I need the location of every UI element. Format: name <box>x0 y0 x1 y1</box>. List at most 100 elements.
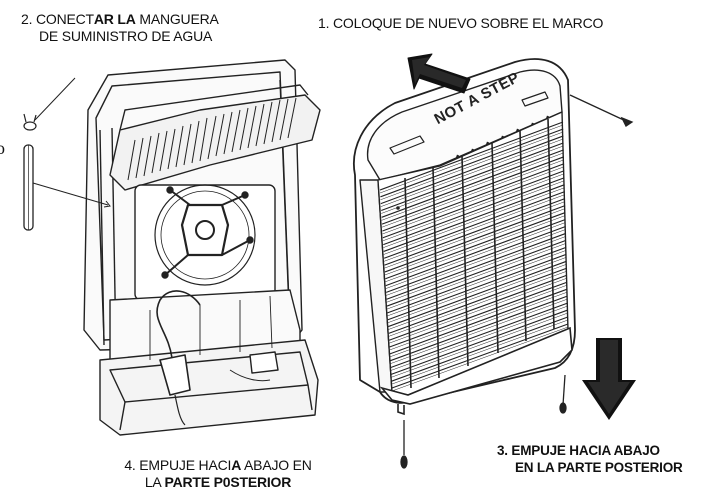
step-2-line-2: DE SUMINISTRO DE AGUA <box>39 28 213 44</box>
screw-bottom <box>400 420 408 469</box>
grille-slat-shadow <box>380 138 564 207</box>
grille-rib <box>519 130 527 342</box>
grille-slat <box>386 239 567 307</box>
grille-slat <box>384 205 566 273</box>
grille-slat-shadow <box>381 159 564 228</box>
grille-slat <box>386 232 566 300</box>
grille-rib <box>461 155 469 367</box>
cooler-body <box>83 59 321 436</box>
fan-blade-ring <box>154 184 256 286</box>
grille-slat <box>385 212 566 280</box>
arrow-down <box>582 338 636 420</box>
grille-slat-shadow <box>384 208 566 276</box>
step-2-text-c: MANGUERA <box>135 11 219 27</box>
grille-slat-shadow <box>384 194 565 262</box>
grille-slat <box>391 323 569 389</box>
grille-slat <box>382 170 565 239</box>
step-4-text-b: A <box>231 457 242 473</box>
step-2-label: 2. CONECTAR LA MANGUERA DE SUMINISTRO DE… <box>21 11 281 45</box>
grille-slat-shadow <box>390 305 568 371</box>
grille-slat <box>381 156 565 225</box>
grille-slat-shadow <box>381 145 564 214</box>
grille-slat <box>381 142 564 211</box>
arrow-up-left <box>407 53 471 94</box>
step-4-text-c: ABAJO EN <box>241 457 312 473</box>
grille-slat <box>389 288 568 355</box>
grille-slat <box>384 198 566 266</box>
grille-slat-shadow <box>380 131 564 201</box>
grille-rib <box>547 118 555 330</box>
step-4-text-e: PARTE P0STERIOR <box>164 474 292 490</box>
grille-slat-shadow <box>388 264 567 330</box>
step-1-label: 1. COLOQUE DE NUEVO SOBRE EL MARCO <box>318 15 604 31</box>
grille-slat <box>381 149 564 218</box>
step-4-line-1: 4. EMPUJE HACIA ABAJO EN <box>93 457 343 474</box>
step-2-line-1: 2. CONECTAR LA MANGUERA <box>21 11 281 28</box>
cropped-left-char: o <box>0 138 5 158</box>
grille-slat-shadow <box>388 271 567 337</box>
grille-rib <box>404 177 412 389</box>
grille-slat <box>386 225 566 293</box>
grille-slat-shadow <box>385 222 566 289</box>
step-4-text-a: 4. EMPUJE HACI <box>124 457 232 473</box>
grille-rib <box>432 167 440 379</box>
grille-slat-shadow <box>391 319 568 385</box>
louver-slats <box>127 97 297 181</box>
step-2-text-a: 2. CONECT <box>21 11 94 27</box>
pump <box>159 354 191 396</box>
step-3-line-2: EN LA PARTE POSTERIOR <box>515 460 683 475</box>
step-4-text-d: LA <box>144 474 165 490</box>
grille-slat <box>390 295 568 362</box>
bottom-cap <box>379 326 573 416</box>
step-4-label: 4. EMPUJE HACIA ABAJO EN LA PARTE P0STER… <box>93 457 343 491</box>
step-4-line-2: LA PARTE P0STERIOR <box>93 474 343 491</box>
grille-slat-shadow <box>386 243 567 310</box>
grille-slat <box>389 281 568 348</box>
grille-slat-shadow <box>383 180 565 248</box>
grille-slats <box>379 121 569 392</box>
grille-slat-shadow <box>389 278 567 344</box>
grille-slat-shadow <box>382 166 565 235</box>
screw-bottom-right <box>559 374 567 414</box>
grille-slat-shadow <box>383 187 565 255</box>
screw-top-right <box>569 94 634 127</box>
grille-slat <box>388 267 567 334</box>
grille-slat-shadow <box>389 291 568 358</box>
grille-ribs <box>404 118 555 389</box>
grille-slat <box>382 163 565 232</box>
grille-slat <box>391 316 569 382</box>
grille-slat-shadow <box>391 312 568 378</box>
callout-lines <box>32 77 111 208</box>
grille-slat-shadow <box>387 250 567 317</box>
step-2-text-b: AR LA <box>93 11 136 27</box>
grille-slat <box>390 309 568 375</box>
grille-slat-shadow <box>390 298 568 364</box>
hose-fitting <box>23 113 37 131</box>
step-3-line-1: 3. EMPUJE HACIA ABAJO <box>497 443 660 458</box>
grille-slat-shadow <box>387 257 567 323</box>
grille-slat-shadow <box>386 236 566 303</box>
grille-slat <box>387 246 567 314</box>
grille-rib <box>491 142 499 354</box>
step-3-label: 3. EMPUJE HACIA ABAJO EN LA PARTE POSTER… <box>497 442 725 476</box>
grille-slat <box>383 191 565 259</box>
grille-slat-shadow <box>386 229 566 296</box>
grille-slat <box>390 302 568 369</box>
grille-slat-shadow <box>384 201 565 269</box>
grille-slat <box>383 184 565 252</box>
grille-slat-shadow <box>389 284 568 351</box>
grille-slat <box>380 128 564 198</box>
screw-dot-side <box>396 206 400 210</box>
grille-slat <box>380 135 564 205</box>
grille-slat <box>383 177 565 246</box>
grille-slat-shadow <box>385 215 566 282</box>
grille-slat-shadow <box>382 173 565 242</box>
grille-slat <box>388 274 567 341</box>
grille-slat <box>388 260 567 328</box>
grille-slat <box>379 121 564 191</box>
grille-slat-shadow <box>391 326 569 392</box>
grille-slat-shadow <box>381 152 564 221</box>
grille-slat <box>385 219 566 287</box>
grille-slat <box>387 253 567 321</box>
